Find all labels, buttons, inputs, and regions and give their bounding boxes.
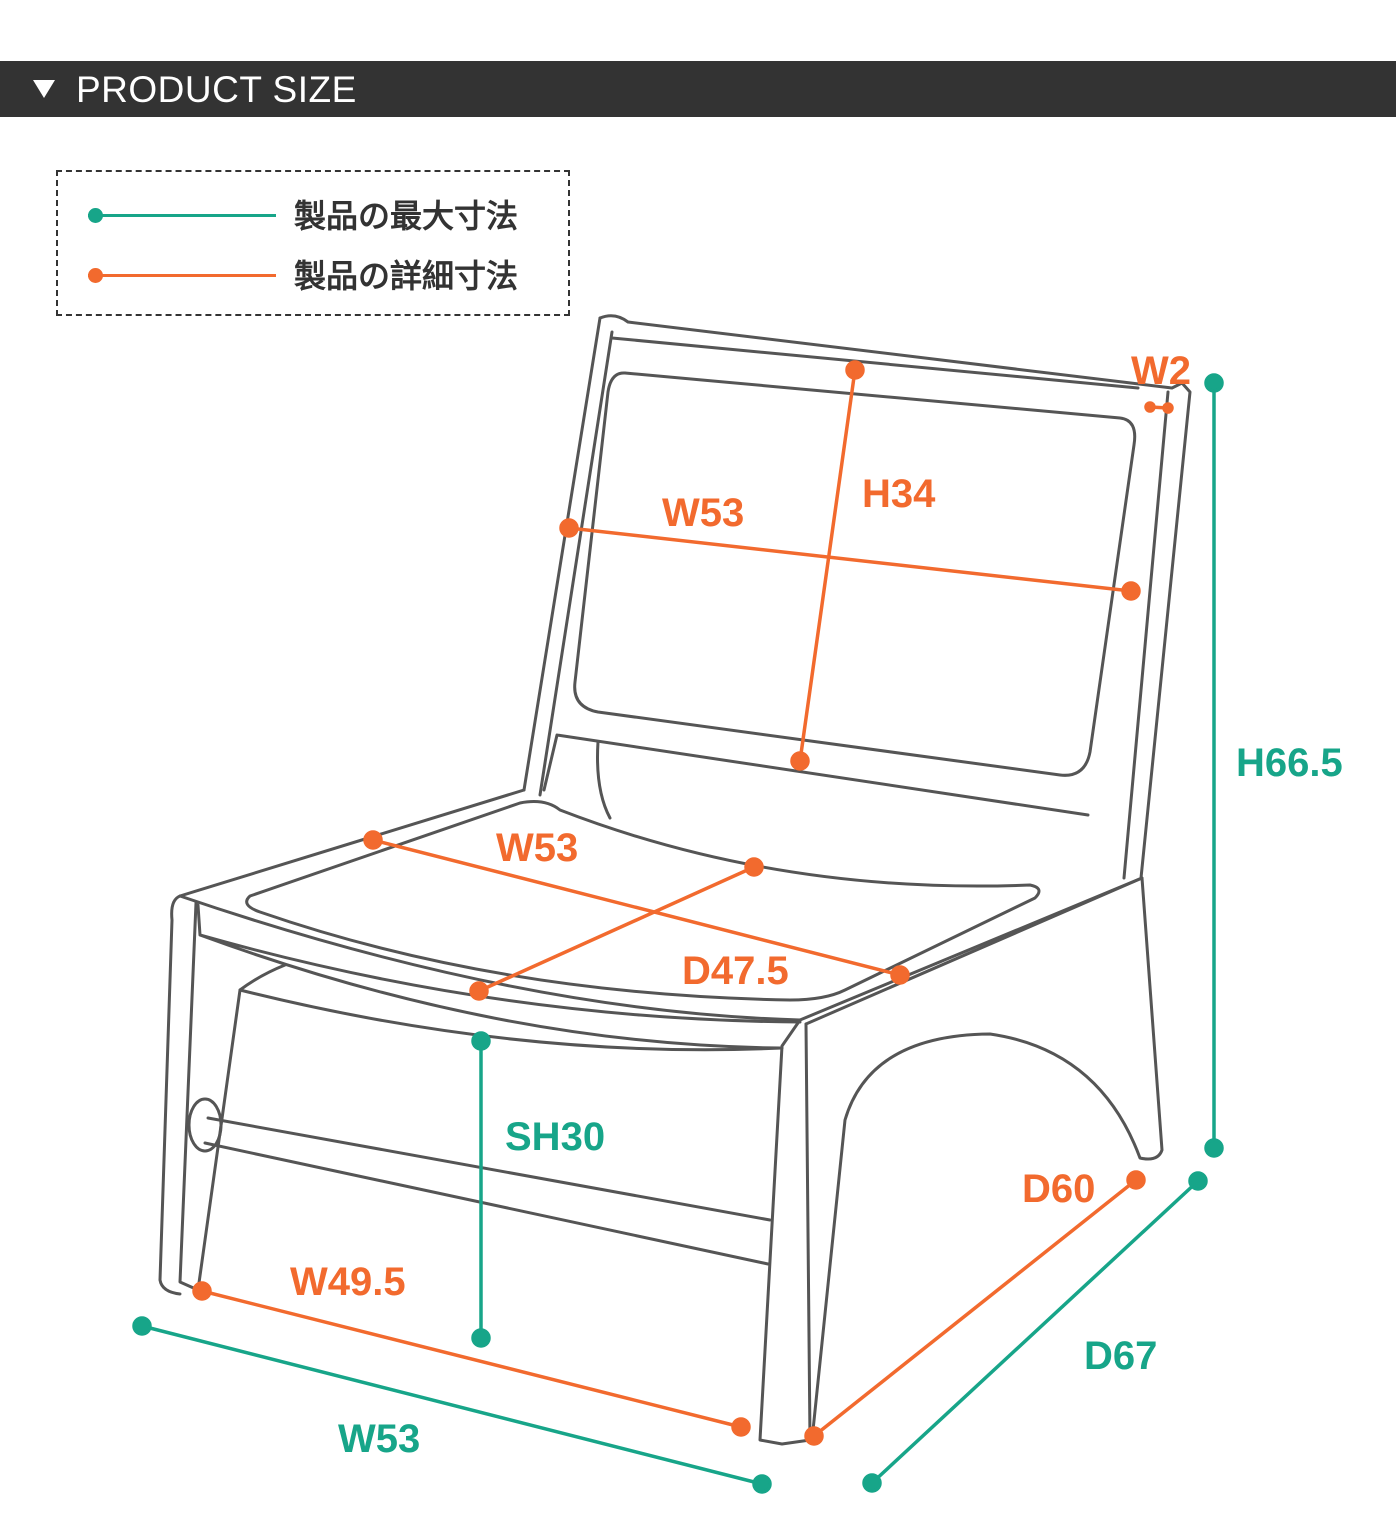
overall-height-dot-top [1204, 373, 1224, 393]
overall-width-dot-left [132, 1316, 152, 1336]
label-back-width: W53 [662, 491, 744, 535]
base-width-line [201, 1289, 742, 1429]
overall-height-dot-bottom [1204, 1138, 1224, 1158]
section-title: PRODUCT SIZE [76, 68, 357, 110]
detail-dimensions [192, 360, 1174, 1446]
back-width-line [568, 526, 1132, 593]
label-base-width: W49.5 [290, 1260, 406, 1304]
seat-depth-dot-front [469, 981, 489, 1001]
legend-box: 製品の最大寸法 製品の詳細寸法 [56, 170, 570, 316]
back-frame-left-post [522, 316, 614, 797]
overall-depth-dot-front [862, 1473, 882, 1493]
back-frame-bottom-rail [542, 733, 1090, 817]
seat-front-edge [196, 903, 802, 1050]
side-arch [804, 876, 1164, 1442]
legend-line-detail [88, 274, 276, 277]
back-height-dot-top [845, 360, 865, 380]
triangle-down-icon [33, 80, 55, 98]
label-base-depth: D60 [1022, 1167, 1095, 1211]
base-depth-dot-front [804, 1426, 824, 1446]
base-width-dot-left [192, 1281, 212, 1301]
legend-dot-max [88, 208, 103, 223]
back-width-dot-right [1121, 581, 1141, 601]
legend-item-max: 製品の最大寸法 [88, 196, 558, 236]
overall-depth-dot-back [1188, 1171, 1208, 1191]
legend-label-detail: 製品の詳細寸法 [294, 257, 519, 295]
back-frame-outer [598, 314, 1192, 880]
label-seat-depth: D47.5 [682, 949, 789, 993]
legend-line-max [88, 214, 276, 217]
back-panel [573, 371, 1137, 777]
base-depth-dot-back [1126, 1170, 1146, 1190]
base-width-dot-right [731, 1417, 751, 1437]
base-depth-line [812, 1178, 1138, 1438]
back-lower-curve [596, 740, 612, 820]
seat-width-dot-right [890, 965, 910, 985]
stretcher-end-cap [187, 1097, 223, 1153]
back-frame-inner-right [1122, 390, 1170, 880]
label-frame-width: W2 [1131, 349, 1191, 393]
overall-depth-line [870, 1179, 1200, 1485]
label-back-height: H34 [862, 472, 936, 516]
back-frame-top-rail [610, 336, 1140, 390]
seat-cushion [245, 800, 1041, 1002]
seat-top-outer [178, 876, 1144, 1022]
front-left-leg [178, 901, 287, 1292]
back-height-line [798, 369, 857, 762]
seat-height-dot-top [471, 1031, 491, 1051]
front-right-leg [758, 1018, 812, 1446]
seat-depth-dot-back [744, 857, 764, 877]
seat-height-dot-bottom [471, 1328, 491, 1348]
legend-item-detail: 製品の詳細寸法 [88, 256, 558, 296]
overall-width-dot-right [752, 1474, 772, 1494]
stretcher-bar [203, 1116, 772, 1266]
label-overall-height: H66.5 [1236, 741, 1343, 785]
label-overall-width: W53 [338, 1417, 420, 1461]
seat-width-line [372, 838, 901, 977]
label-overall-depth: D67 [1084, 1334, 1157, 1378]
back-height-dot-bottom [790, 751, 810, 771]
max-dimensions [132, 373, 1224, 1494]
legend-dot-detail [88, 268, 103, 283]
seat-depth-line [478, 865, 755, 993]
frame-width-dot-right [1162, 402, 1174, 414]
seat-width-dot-left [363, 830, 383, 850]
overall-width-line [141, 1324, 763, 1486]
section-header: PRODUCT SIZE [0, 61, 1396, 117]
label-seat-height: SH30 [505, 1115, 605, 1159]
frame-width-dot-left [1144, 401, 1156, 413]
label-seat-width: W53 [496, 826, 578, 870]
legend-label-max: 製品の最大寸法 [294, 197, 519, 235]
front-apron [238, 988, 784, 1052]
chair-outline [158, 314, 1192, 1446]
dimension-labels: W2 H34 W53 H66.5 W53 D47.5 SH30 D60 W49.… [290, 349, 1343, 1461]
seat-outer [158, 788, 526, 1296]
back-width-dot-left [559, 518, 579, 538]
